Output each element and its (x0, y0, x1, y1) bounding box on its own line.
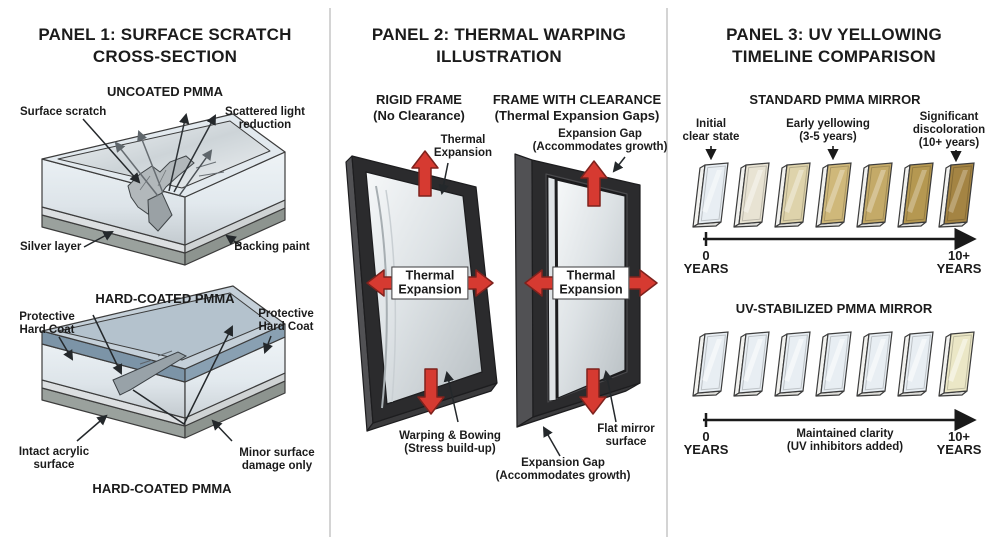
clearance-frame-heading: FRAME WITH CLEARANCE(Thermal Expansion G… (492, 92, 662, 123)
mirror-panel (938, 331, 975, 397)
uncoated-heading: UNCOATED PMMA (106, 84, 224, 99)
early-yellowing-label: Early yellowing (3-5 years) (786, 118, 870, 143)
standard-heading: STANDARD PMMA MIRROR (749, 92, 921, 107)
mirror-panel (774, 162, 811, 228)
hard-coat-right-label: Protective Hard Coat (258, 308, 314, 333)
intact-acrylic-label: Intact acrylic surface (18, 446, 90, 471)
backing-paint-label: Backing paint (234, 241, 310, 253)
panel3-artwork (692, 146, 977, 432)
stabilized-timeline-start: 0 YEARS (683, 429, 729, 457)
significant-discoloration-label: Significant discoloration (10+ years) (912, 111, 986, 149)
stabilized-timeline-end: 10+ YEARS (936, 429, 982, 457)
initial-clear-label: Initial clear state (682, 118, 740, 143)
rigid-frame-heading: RIGID FRAME(No Clearance) (373, 92, 465, 123)
panel-divider-2 (666, 8, 668, 537)
mirror-panel (856, 331, 893, 397)
scattered-light-rays (114, 112, 216, 197)
mirror-panel (815, 331, 852, 397)
standard-timeline (703, 227, 977, 251)
coated-caption: HARD-COATED PMMA (92, 481, 232, 496)
mirror-panel (692, 331, 729, 397)
coated-heading: HARD-COATED PMMA (95, 291, 235, 306)
mirror-panel (856, 162, 893, 228)
surface-scratch-label: Surface scratch (20, 106, 107, 118)
standard-annotation-arrows (705, 146, 962, 163)
mirror-panel (897, 331, 934, 397)
mirror-panel (774, 331, 811, 397)
standard-timeline-start: 0 YEARS (683, 248, 729, 276)
mirror-panel (897, 162, 934, 228)
stabilized-timeline (703, 408, 977, 432)
expansion-gap-bottom-label: Expansion Gap(Accommodates growth) (495, 457, 631, 482)
uncoated-leaders (82, 118, 242, 248)
warping-bowing-label: Warping & Bowing(Stress build-up) (399, 430, 501, 455)
uncoated-slab (41, 113, 286, 266)
panel2-leaders (438, 156, 626, 457)
mirror-panel (815, 162, 852, 228)
mirror-panel (938, 162, 975, 228)
standard-mirror-row (692, 162, 975, 228)
minor-damage-label: Minor surface damage only (239, 447, 315, 472)
panel1-artwork (41, 112, 286, 442)
mirror-panel (692, 162, 729, 228)
scattered-light-label: Scattered light reduction (225, 106, 305, 131)
stabilized-mirror-row (692, 331, 975, 397)
panel-divider-1 (329, 8, 331, 537)
hard-coat-left-label: Protective Hard Coat (19, 311, 75, 336)
expansion-gap-top-label: Expansion Gap(Accommodates growth) (532, 128, 668, 153)
stabilized-heading: UV-STABILIZED PMMA MIRROR (735, 301, 933, 316)
maintained-clarity-label: Maintained clarity (UV inhibitors added) (786, 428, 904, 453)
coat-scratch-graphic (112, 350, 188, 396)
standard-timeline-end: 10+ YEARS (936, 248, 982, 276)
coated-leaders (58, 314, 273, 442)
mirror-panel (733, 331, 770, 397)
mirror-panel (733, 162, 770, 228)
silver-layer-label: Silver layer (20, 241, 82, 253)
